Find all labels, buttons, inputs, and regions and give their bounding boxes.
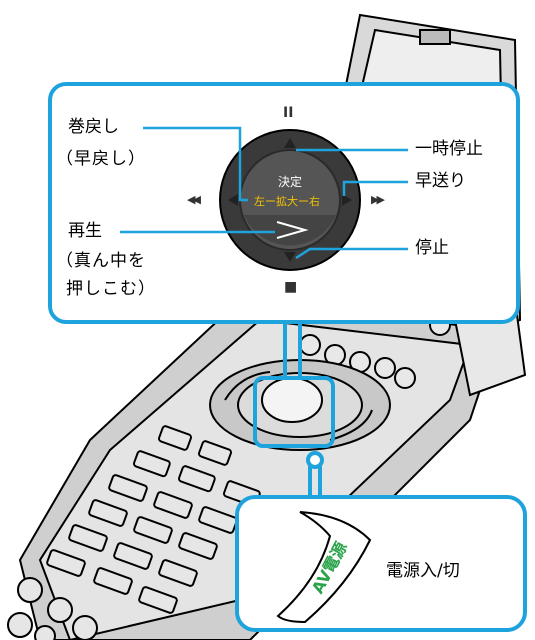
dial-center-label: 決定: [278, 175, 303, 189]
dial-zoom-label: 左ー拡大ー右: [254, 195, 320, 208]
pause-label: 一時停止: [415, 139, 483, 159]
play-alt-label-2: 押しこむ）: [66, 279, 156, 299]
stop-icon: ■: [284, 279, 298, 295]
dial-up-arrow: [284, 138, 296, 148]
keypad: [7, 425, 261, 640]
stop-label: 停止: [415, 238, 449, 258]
dial-highlight-box: [253, 376, 335, 448]
callout-connector-top: [283, 320, 302, 380]
forward-icon: ▶▶: [371, 193, 385, 206]
play-alt-label-1: （真ん中を: [56, 251, 146, 271]
play-arrow-icon: [276, 221, 309, 239]
dial-left-arrow: [228, 194, 238, 206]
callout-connector-bottom: [306, 451, 324, 497]
rewind-alt-label: （早戻し）: [56, 149, 146, 169]
leader-lines: [120, 126, 408, 260]
rewind-label: 巻戻し: [68, 117, 119, 137]
play-label: 再生: [68, 221, 102, 241]
power-label: 電源入/切: [386, 561, 460, 581]
rewind-icon: ◀◀: [187, 193, 201, 206]
forward-label: 早送り: [415, 171, 466, 191]
callout-bottom-box: [235, 495, 527, 632]
dial-right-arrow: [342, 194, 352, 206]
av-power-button-shape: [276, 511, 372, 624]
pause-symbol: II: [283, 105, 294, 121]
dial-down-arrow: [284, 252, 296, 262]
